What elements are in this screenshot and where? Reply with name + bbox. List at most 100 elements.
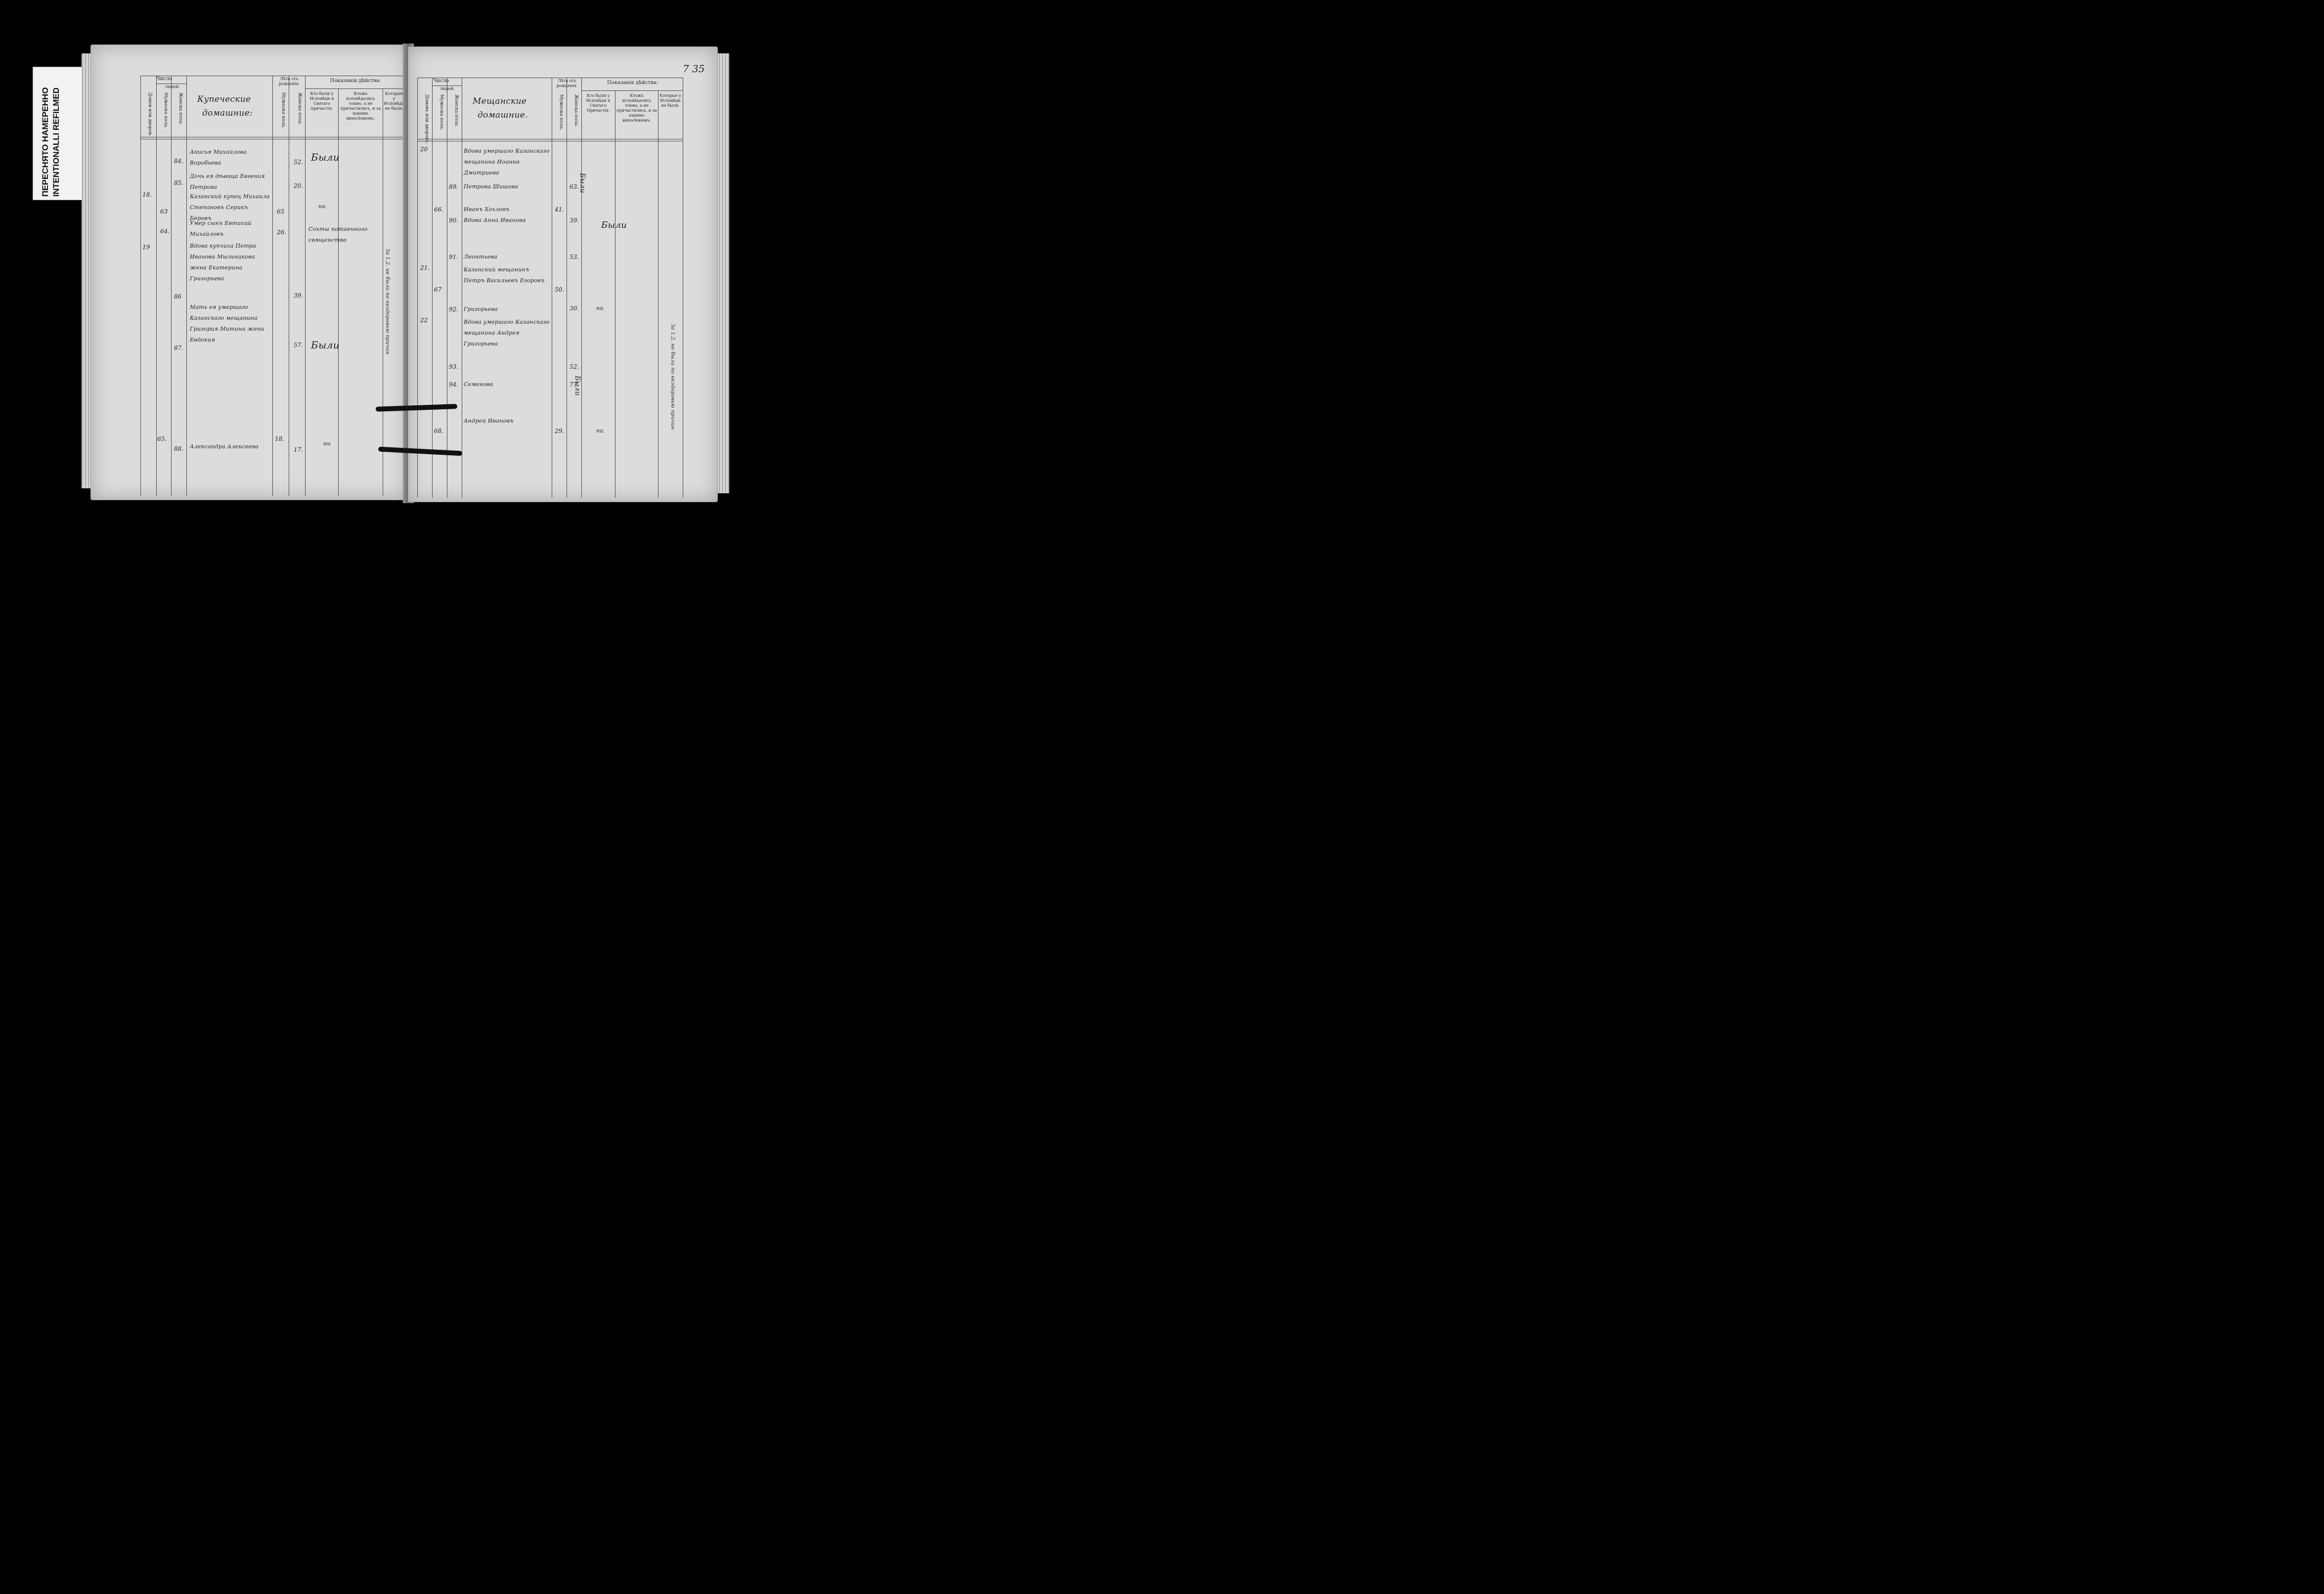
status-mark: Были [311, 339, 340, 351]
person-name: Александра Алексеева [190, 443, 259, 450]
male-number: 64. [160, 228, 170, 235]
person-name: Леонтьева [464, 254, 498, 260]
header-muzh: Мужеска пола. [439, 94, 444, 130]
male-age: 18. [275, 435, 285, 442]
person-name: Андрей Ивановъ [464, 418, 514, 424]
header-zhen: Женска пола. [454, 94, 459, 127]
female-number: 93. [449, 363, 459, 370]
header-col2: Ктожъ исповѣдались токмо, а не причастил… [616, 93, 657, 123]
header-dvorov: Домов или дворов. [147, 92, 152, 136]
female-number: 91. [449, 254, 459, 260]
header-lyudei: людей. [440, 86, 455, 91]
male-number: 63 [160, 208, 168, 215]
house-number: 19 [142, 244, 150, 251]
female-age: 39. [570, 217, 579, 224]
person-name: Петрова Шишова [464, 183, 519, 190]
section-title-2: домашние. [478, 110, 528, 120]
person-name: Семенова [464, 381, 493, 388]
female-number: 86 [174, 293, 182, 300]
male-age: 65 [277, 208, 285, 215]
person-name: Вдова умершаго Казанскаго мещанина Андре… [464, 319, 550, 347]
house-number: 22 [420, 317, 428, 324]
female-number: 88. [174, 445, 184, 452]
margin-note: За 1.2. не были по нездоровью причин [670, 324, 675, 430]
person-name: Казанский мещанинъ Петръ Васильевъ Егоро… [464, 266, 545, 284]
section-title-2: домашние: [202, 108, 253, 118]
header-leta-m: Мужеска пола. [281, 92, 286, 129]
male-number: 68. [434, 428, 444, 434]
female-age: 77. [570, 381, 579, 388]
person-name: Вдова купчиха Петра Иванова Мыльникова ж… [190, 243, 257, 282]
male-age: 29. [555, 428, 565, 434]
header-lyudei: людей. [165, 85, 180, 89]
header-muzh: Мужеска пола. [163, 92, 168, 129]
status-mark: Сохты потаенного священства [308, 226, 368, 243]
section-title-1: Купеческие [197, 94, 251, 104]
header-leta-zh: Женска пола. [573, 94, 578, 127]
male-number: 65. [157, 435, 167, 442]
person-name: Дочь ея дѣвица Евгения Петрова [190, 173, 265, 190]
female-number: 87. [174, 345, 184, 351]
female-age: 39. [294, 292, 304, 299]
margin-note: За 1.2. не были по нездоровью причин [385, 249, 390, 355]
status-mark: ни [318, 203, 326, 210]
refilm-stamp: ПЕРЕСНЯТО НАМЕРЕННО INTENTIONALLI REFILM… [33, 67, 89, 200]
header-pokazania: Показанія дѣйства: [330, 78, 381, 84]
person-name: Мать ея умершаго Казанскаго мещанина Гри… [190, 304, 264, 343]
status-mark: Были [311, 151, 340, 163]
header-leta-m: Мужеска пола. [559, 94, 564, 130]
open-register-book: Число людей. Домов или дворов. Мужеска п… [82, 34, 734, 508]
person-name: Анисья Михайлова Воробьева [190, 149, 247, 166]
header-leta: Лѣта отъ рожденія. [278, 77, 300, 86]
female-number: 92. [449, 306, 459, 313]
stamp-line-1: ПЕРЕСНЯТО НАМЕРЕННО [41, 87, 50, 197]
header-col3: Которые у Исповѣди не были. [659, 93, 681, 108]
female-age: 30. [570, 305, 579, 312]
person-name: Вдова Анна Иванова [464, 217, 526, 223]
status-mark: Были [573, 376, 581, 396]
header-chislo: Число [433, 78, 449, 84]
right-page: Число людей. Домовъ или дворовъ. Мужеска… [408, 46, 718, 502]
female-age: 17. [294, 446, 304, 453]
house-number: 21. [420, 264, 430, 271]
female-number: 84. [174, 158, 184, 165]
female-number: 90. [449, 217, 459, 224]
status-mark: ни [596, 428, 604, 434]
male-number: 66. [434, 206, 444, 213]
stamp-line-2: INTENTIONALLI REFILMED [51, 87, 61, 197]
header-col2: Ктожъ исповѣдались токмо, а не причастил… [340, 91, 381, 121]
header-col1: Кто были у Исповѣди и Святаго причастія. [309, 91, 334, 111]
section-title-1: Мещанские [473, 96, 527, 106]
female-number: 94. [449, 381, 459, 388]
male-number: 67 [434, 286, 442, 293]
house-number: 20 [420, 146, 428, 153]
person-name: Умер сынъ Евтихий Михайловъ [190, 220, 252, 237]
status-mark: ни [323, 440, 331, 447]
person-name: Иванъ Хохловъ [464, 206, 510, 213]
female-age: 20. [294, 182, 304, 189]
header-col1: Кто были у Исповѣди и Святаго Причастія. [586, 93, 611, 113]
female-age: 52. [294, 159, 304, 166]
male-age: 50. [555, 286, 565, 293]
person-name: Казанский купец Михаила Степановъ Серикъ… [190, 193, 270, 221]
person-name: Вдова умершаго Казанскаго мещанина Иоанн… [464, 148, 550, 176]
female-age: 52. [570, 363, 579, 370]
header-chislo: Число [156, 76, 173, 82]
female-age: 63. [570, 183, 579, 190]
female-number: 85. [174, 179, 184, 186]
male-age: 26. [277, 229, 287, 236]
status-mark: ни [596, 305, 604, 311]
header-leta: Лѣта отъ рожденія. [556, 79, 578, 88]
male-age: 41. [555, 206, 565, 213]
status-mark: Были [578, 173, 586, 193]
house-number: 18. [142, 191, 152, 198]
female-number: 89. [449, 183, 459, 190]
header-dvorov: Домовъ или дворовъ. [424, 94, 429, 144]
header-pokazania: Показанія дѣйства: [607, 80, 658, 86]
header-leta-zh: Женска пола. [297, 92, 302, 125]
page-number: 7 35 [683, 63, 705, 75]
female-age: 57. [294, 342, 304, 348]
female-age: 53. [570, 254, 579, 260]
header-col3: Которые у Исповѣди не были. [384, 91, 404, 111]
left-page: Число людей. Домов или дворов. Мужеска п… [90, 44, 408, 500]
